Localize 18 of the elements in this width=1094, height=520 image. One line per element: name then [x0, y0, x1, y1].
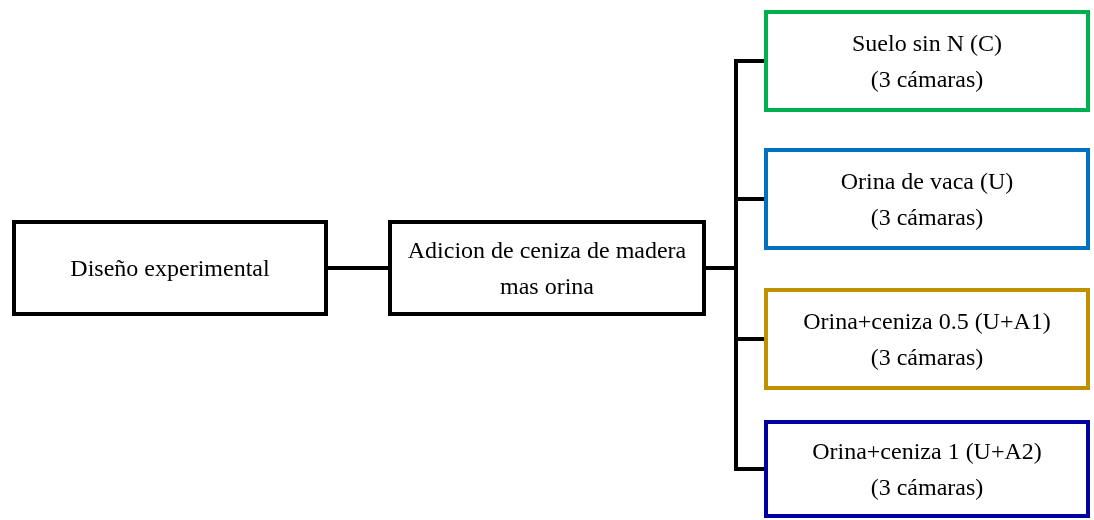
process-box	[764, 288, 1090, 390]
box-label: Diseño experimental	[70, 254, 270, 283]
process-box	[12, 220, 328, 316]
box-sublabel: (3 cámaras)	[870, 203, 984, 232]
process-box	[388, 220, 706, 316]
connector-line	[328, 266, 388, 270]
box-sublabel: (3 cámaras)	[870, 343, 984, 372]
box-label: Orina+ceniza 1 (U+A2)	[812, 437, 1042, 466]
box-label: Adicion de ceniza de madera mas orina	[406, 236, 688, 301]
process-box	[764, 420, 1090, 518]
connector-line	[706, 266, 764, 471]
box-label: Orina+ceniza 0.5 (U+A1)	[803, 307, 1051, 336]
process-box	[764, 10, 1090, 112]
process-box	[764, 148, 1090, 250]
box-label: Suelo sin N (C)	[852, 29, 1002, 58]
box-sublabel: (3 cámaras)	[870, 473, 984, 502]
box-sublabel: (3 cámaras)	[870, 65, 984, 94]
box-label: Orina de vaca (U)	[840, 167, 1014, 196]
